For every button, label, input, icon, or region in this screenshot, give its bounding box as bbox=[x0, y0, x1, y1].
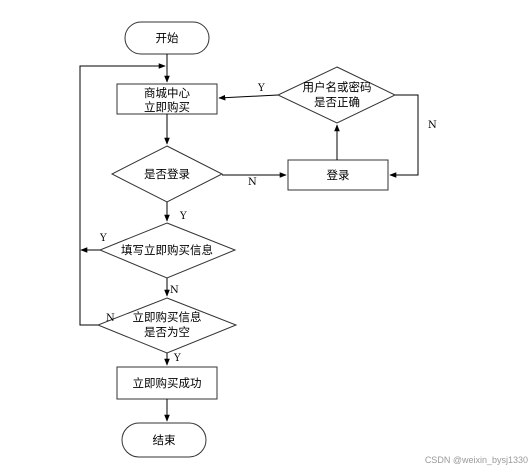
check-empty-label-line1: 立即购买信息 bbox=[133, 310, 202, 324]
credentials-label-line1: 用户名或密码 bbox=[303, 80, 372, 94]
empty-yes-label: Y bbox=[173, 353, 181, 364]
end-terminal bbox=[121, 422, 207, 458]
fill-yes-label: Y bbox=[99, 233, 107, 244]
edge-credentials-no-to-login bbox=[389, 94, 419, 178]
start-label: 开始 bbox=[156, 31, 179, 45]
mall-center-box bbox=[116, 83, 218, 115]
login-no-label: N bbox=[248, 177, 257, 188]
login-box bbox=[287, 159, 389, 191]
credentials-no-label: N bbox=[428, 120, 437, 131]
edge-credentials-yes-to-mall bbox=[218, 94, 279, 101]
success-label: 立即购买成功 bbox=[133, 376, 202, 390]
watermark: CSDN @weixin_bysj1330 bbox=[425, 455, 528, 465]
login-label: 登录 bbox=[327, 168, 350, 182]
empty-no-label: N bbox=[106, 313, 115, 324]
check-login-label: 是否登录 bbox=[144, 167, 190, 181]
credentials-yes-label: Y bbox=[257, 83, 265, 94]
fill-info-label: 填写立即购买信息 bbox=[121, 243, 213, 257]
end-label: 结束 bbox=[153, 433, 176, 447]
check-empty-label-line2: 是否为空 bbox=[144, 325, 190, 339]
edge-loop-back-to-mall bbox=[79, 63, 166, 326]
mall-label-line2: 立即购买 bbox=[144, 100, 190, 114]
credentials-label-line2: 是否正确 bbox=[314, 95, 360, 109]
mall-label-line1: 商城中心 bbox=[144, 86, 190, 100]
login-yes-label: Y bbox=[179, 211, 187, 222]
fill-no-label: N bbox=[170, 285, 179, 296]
credentials-decision bbox=[276, 66, 397, 124]
